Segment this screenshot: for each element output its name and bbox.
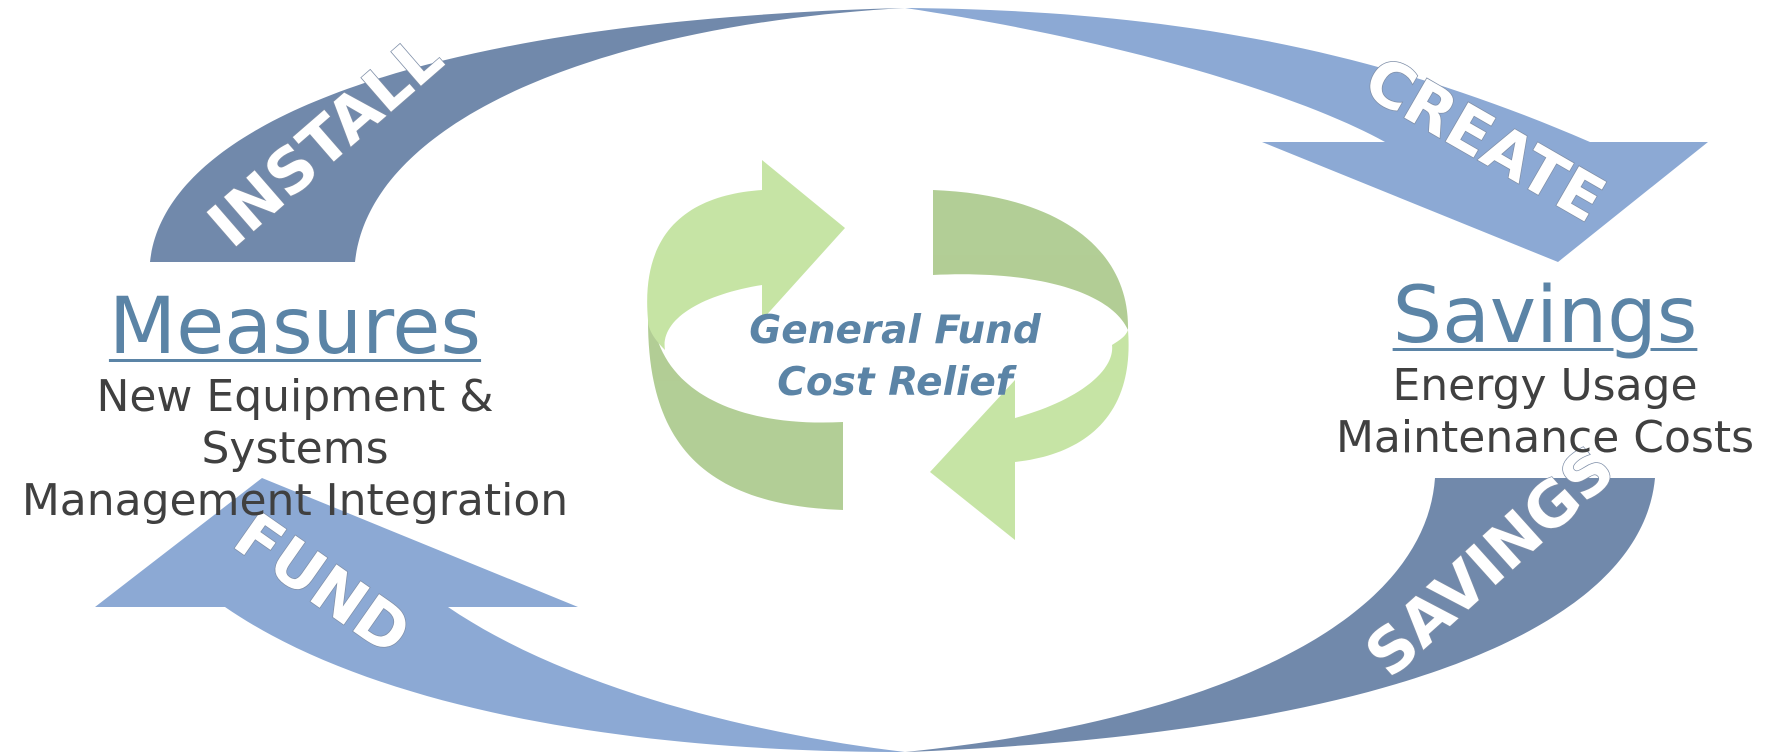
center-caption: General Fund Cost Relief <box>700 305 1090 409</box>
savings-node: Savings Energy Usage Maintenance Costs <box>1325 272 1765 464</box>
savings-arrow <box>905 478 1655 752</box>
recycle-arrows-icon <box>647 160 1129 540</box>
savings-title: Savings <box>1392 271 1698 361</box>
savings-line-2: Maintenance Costs <box>1335 412 1755 463</box>
fund-arrow <box>95 478 905 752</box>
measures-node: Measures New Equipment & Systems Managem… <box>0 283 590 527</box>
center-line-2: Cost Relief <box>777 360 1013 405</box>
measures-line-2: Management Integration <box>21 475 569 526</box>
center-line-1: General Fund <box>749 308 1041 353</box>
measures-line-1: New Equipment & Systems <box>96 371 494 474</box>
measures-title: Measures <box>108 282 482 372</box>
install-arrow <box>150 8 905 262</box>
create-arrow <box>905 8 1708 262</box>
savings-line-1: Energy Usage <box>1392 360 1698 411</box>
